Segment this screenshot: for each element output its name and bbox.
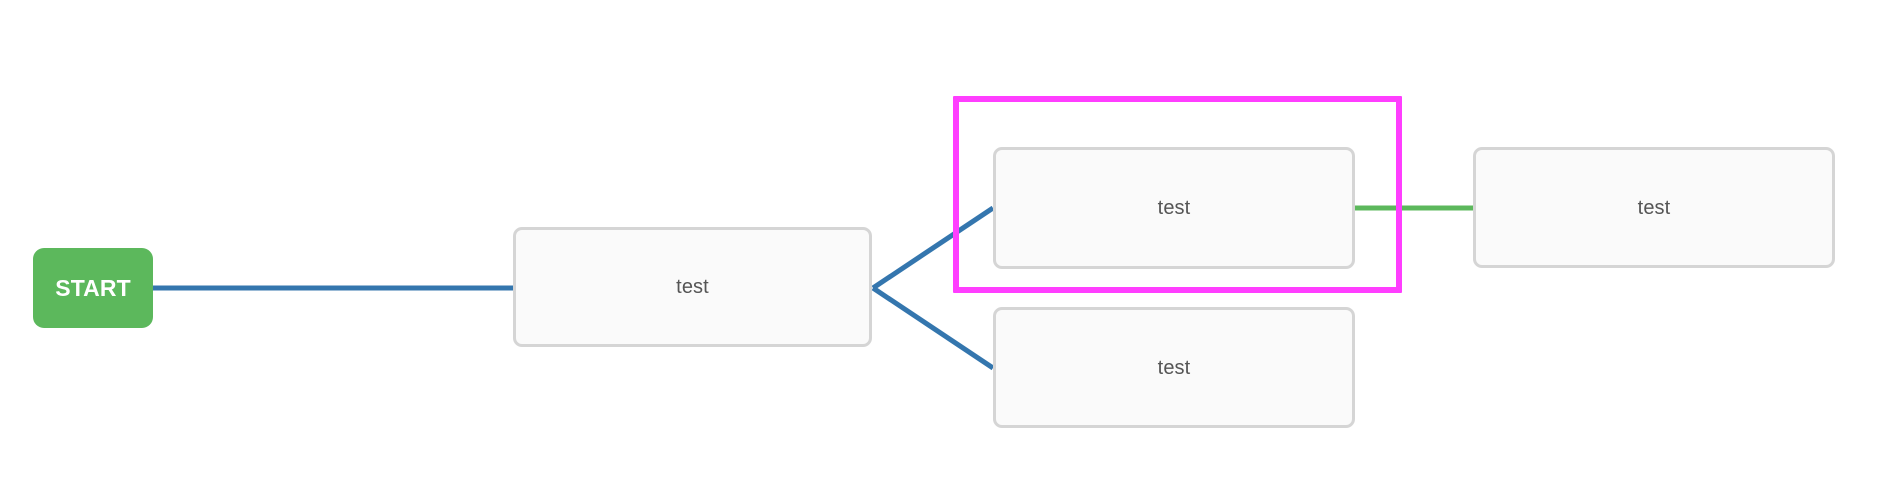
node-task-4[interactable]: test — [1473, 147, 1835, 268]
node-task-4-label: test — [1637, 196, 1671, 219]
node-start[interactable]: START — [33, 248, 153, 328]
edge-line-node1-node3[interactable] — [871, 285, 995, 371]
selection-rectangle[interactable] — [953, 96, 1402, 293]
node-task-2-label: test — [1157, 197, 1191, 219]
node-task-3-label: test — [1157, 356, 1191, 379]
edge-node1-to-node3[interactable] — [871, 285, 995, 371]
node-start-label: START — [55, 274, 131, 301]
node-task-2[interactable]: test — [993, 147, 1355, 269]
node-task-1[interactable]: test — [513, 227, 872, 347]
node-task-1-label: test — [676, 276, 709, 298]
node-task-3[interactable]: test — [993, 307, 1355, 428]
